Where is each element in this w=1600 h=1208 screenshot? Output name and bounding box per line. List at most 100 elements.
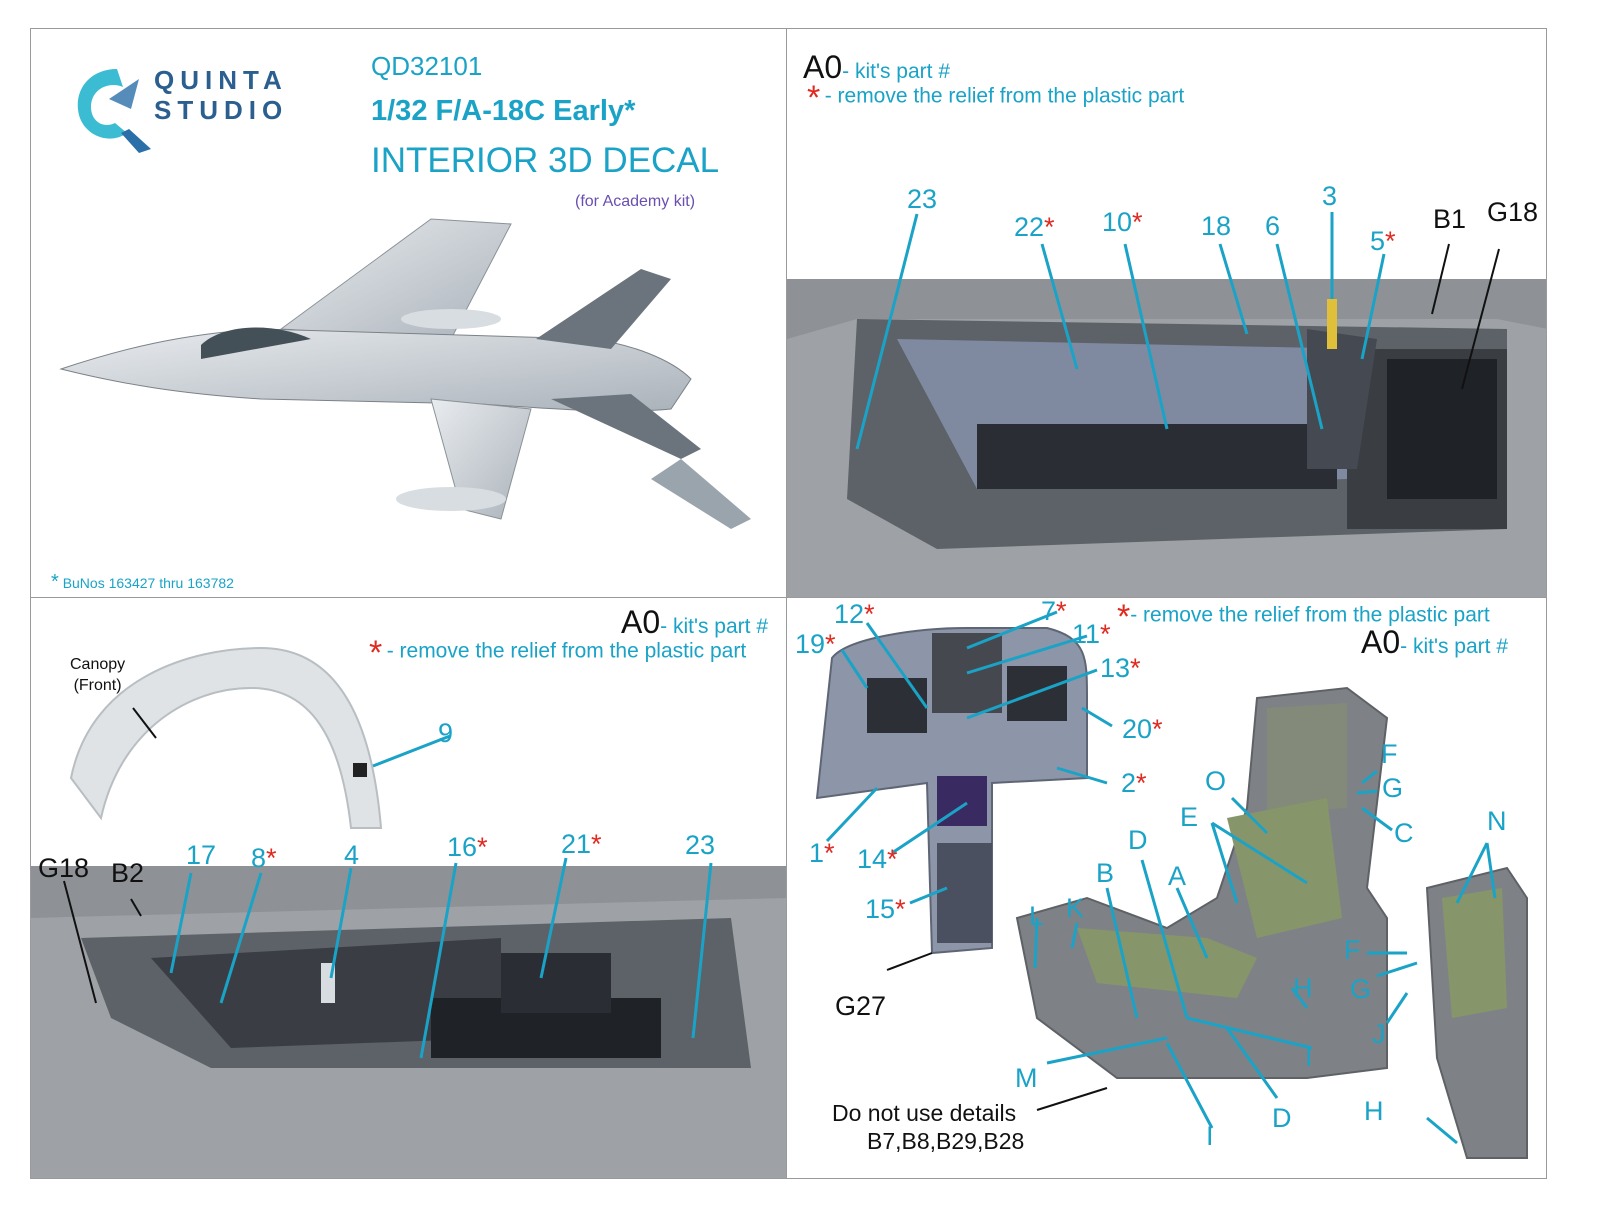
tr-label-3-text: 3 bbox=[1322, 181, 1338, 211]
tr-label-22-text: 22 bbox=[1014, 212, 1045, 242]
br-label-2-star: * bbox=[1136, 768, 1147, 798]
side-letter-g: G bbox=[1350, 974, 1372, 1004]
br-label-2: 2* bbox=[1121, 770, 1147, 797]
aircraft-illustration bbox=[59, 218, 751, 529]
legend-part-key: A0 bbox=[803, 49, 843, 85]
legend-part: A0- kit's part # bbox=[803, 49, 950, 86]
br-part-g27: G27 bbox=[835, 991, 887, 1021]
legend-star: * bbox=[807, 79, 821, 117]
br-label-7-star: * bbox=[1056, 597, 1067, 626]
br-label-1-star: * bbox=[824, 838, 835, 868]
seat-letter-b: B bbox=[1096, 858, 1115, 888]
seat-letter-i-right: I bbox=[1305, 1042, 1313, 1072]
product-title-text: 1/32 F/A-18C Early bbox=[371, 95, 625, 127]
bl-legend-relief-text: - remove the relief from the plastic par… bbox=[386, 639, 747, 663]
tr-label-10-star: * bbox=[1132, 207, 1143, 237]
seat-letter-m: M bbox=[1015, 1063, 1038, 1093]
br-label-20-text: 20 bbox=[1122, 714, 1153, 744]
bl-label-23: 23 bbox=[685, 832, 715, 859]
seat-letter-l: L bbox=[1029, 901, 1045, 931]
seat-letter-n: N bbox=[1487, 806, 1507, 836]
br-label-11: 11* bbox=[1072, 621, 1111, 648]
bl-label-16: 16* bbox=[447, 834, 488, 861]
tr-label-22: 22* bbox=[1014, 214, 1055, 241]
bl-label-8-star: * bbox=[266, 843, 277, 873]
br-label-14: 14* bbox=[857, 846, 898, 873]
br-legend-part-key: A0 bbox=[1361, 624, 1401, 660]
bl-label-16-star: * bbox=[477, 832, 488, 862]
seat-letter-f: F bbox=[1381, 739, 1398, 769]
seat-letter-i-bottom: I bbox=[1206, 1121, 1214, 1151]
br-label-15: 15* bbox=[865, 896, 906, 923]
bl-label-16-text: 16 bbox=[447, 832, 478, 862]
bl-label-4-text: 4 bbox=[344, 840, 360, 870]
seat-letter-o: O bbox=[1205, 766, 1227, 796]
br-label-20-star: * bbox=[1152, 714, 1163, 744]
bl-label-23-text: 23 bbox=[685, 830, 716, 860]
tr-label-5-star: * bbox=[1385, 226, 1396, 256]
tr-part-g18: G18 bbox=[1487, 197, 1539, 227]
product-title: 1/32 F/A-18C Early* bbox=[371, 95, 635, 128]
br-legend-part: A0- kit's part # bbox=[1361, 624, 1508, 661]
side-letter-f: F bbox=[1344, 935, 1361, 965]
seat-letter-g: G bbox=[1382, 773, 1404, 803]
left-console-photo bbox=[31, 646, 786, 1178]
legend-part-text: - kit's part # bbox=[842, 60, 951, 83]
br-label-15-star: * bbox=[895, 894, 906, 924]
seat-letter-h: H bbox=[1293, 973, 1313, 1003]
seat-letter-e: E bbox=[1180, 802, 1199, 832]
panel-dash-and-seat: * - remove the relief from the plastic pa… bbox=[786, 597, 1547, 1179]
br-label-19-text: 19 bbox=[795, 629, 826, 659]
bl-legend-part: A0- kit's part # bbox=[621, 604, 768, 641]
br-legend-part-text: - kit's part # bbox=[1400, 635, 1509, 658]
bl-label-9-text: 9 bbox=[438, 718, 454, 748]
tr-label-23-text: 23 bbox=[907, 184, 938, 214]
canopy-label-line-1: Canopy (Front) bbox=[70, 656, 126, 694]
br-label-12: 12* bbox=[834, 601, 875, 628]
right-console-photo bbox=[787, 279, 1546, 597]
side-letter-h: H bbox=[1364, 1096, 1384, 1126]
seat-letter-d-bottom: D bbox=[1272, 1103, 1292, 1133]
legend-relief: * - remove the relief from the plastic p… bbox=[807, 79, 1184, 118]
br-label-2-text: 2 bbox=[1121, 768, 1137, 798]
br-label-12-star: * bbox=[864, 599, 875, 629]
tr-label-18: 18 bbox=[1201, 213, 1231, 240]
bl-label-17: 17 bbox=[186, 842, 216, 869]
brand-line-1: QUINTA bbox=[154, 65, 288, 95]
bl-legend-part-key: A0 bbox=[621, 604, 661, 640]
br-label-7: 7* bbox=[1041, 598, 1067, 625]
bl-part-g18: G18 bbox=[38, 853, 90, 883]
bl-label-9: 9 bbox=[438, 720, 453, 747]
br-label-11-star: * bbox=[1100, 619, 1111, 649]
bl-label-21-star: * bbox=[591, 829, 602, 859]
tr-label-22-star: * bbox=[1044, 212, 1055, 242]
tr-label-6-text: 6 bbox=[1265, 211, 1281, 241]
bl-label-8: 8* bbox=[251, 845, 277, 872]
product-subtitle: INTERIOR 3D DECAL bbox=[371, 141, 720, 180]
br-label-20: 20* bbox=[1122, 716, 1163, 743]
bl-legend-part-text: - kit's part # bbox=[660, 615, 769, 638]
tr-label-18-text: 18 bbox=[1201, 211, 1232, 241]
legend-relief-text: - remove the relief from the plastic par… bbox=[824, 84, 1185, 108]
note-line-2: B7,B8,B29,B28 bbox=[867, 1128, 1025, 1154]
footnote: * BuNos 163427 thru 163782 bbox=[51, 571, 234, 594]
br-label-13-star: * bbox=[1130, 653, 1141, 683]
br-label-19: 19* bbox=[795, 631, 836, 658]
tr-label-10: 10* bbox=[1102, 209, 1143, 236]
br-label-11-text: 11 bbox=[1072, 619, 1101, 649]
panel-cockpit-left-console: A0- kit's part # * - remove the relief f… bbox=[30, 597, 787, 1179]
tr-label-23: 23 bbox=[907, 186, 937, 213]
br-legend-relief-text: - remove the relief from the plastic par… bbox=[1130, 603, 1490, 627]
tr-part-b1: B1 bbox=[1433, 204, 1467, 234]
br-legend-relief: *- remove the relief from the plastic pa… bbox=[1117, 598, 1490, 637]
product-title-asterisk: * bbox=[624, 95, 636, 127]
br-label-19-star: * bbox=[825, 629, 836, 659]
kit-note: (for Academy kit) bbox=[575, 193, 696, 210]
note-line-1: Do not use details bbox=[832, 1100, 1017, 1126]
br-label-13: 13* bbox=[1100, 655, 1141, 682]
seat-letter-c: C bbox=[1394, 818, 1414, 848]
bl-label-4: 4 bbox=[344, 842, 359, 869]
bl-label-17-text: 17 bbox=[186, 840, 217, 870]
seat-letter-k: K bbox=[1066, 893, 1085, 923]
br-label-1: 1* bbox=[809, 840, 835, 867]
